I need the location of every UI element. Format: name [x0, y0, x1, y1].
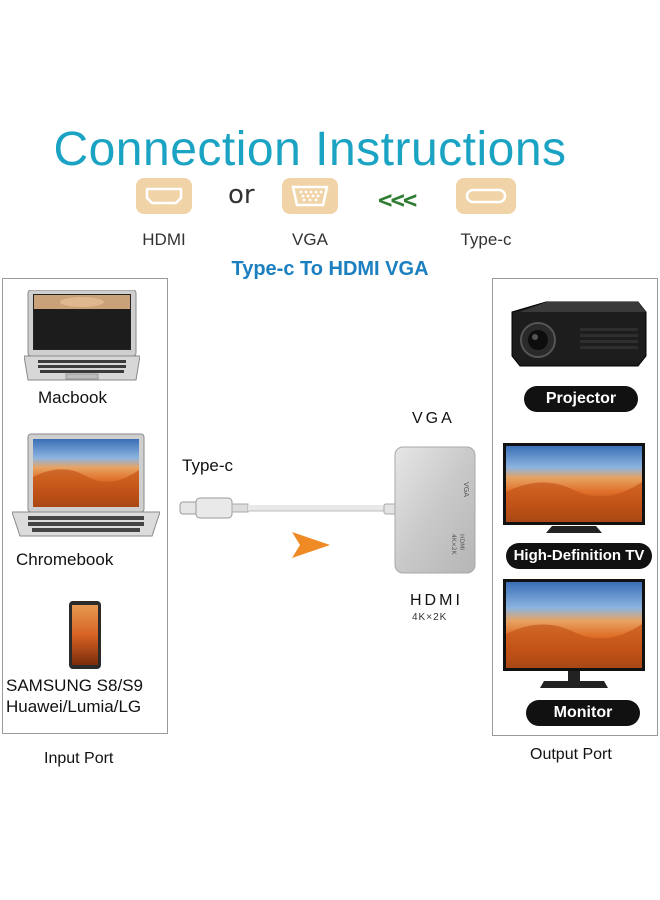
- phone-label-line2: Huawei/Lumia/LG: [6, 697, 142, 716]
- vga-label: VGA: [292, 230, 328, 249]
- input-port-caption: Input Port: [44, 750, 114, 767]
- svg-text:4K×2K: 4K×2K: [450, 534, 457, 556]
- chevrons-left-icon: <<<: [378, 186, 417, 214]
- phone-label-line1: SAMSUNG S8/S9: [6, 676, 143, 695]
- adapter-hdmi-resolution: 4K×2K: [412, 612, 448, 623]
- monitor-label: Monitor: [526, 700, 640, 726]
- projector-image: [506, 298, 648, 372]
- hdmi-label: HDMI: [142, 230, 186, 249]
- chromebook-image: [11, 432, 161, 542]
- projector-label: Projector: [524, 386, 638, 412]
- macbook-label: Macbook: [38, 388, 107, 407]
- macbook-image: [23, 289, 141, 382]
- svg-text:HDMI: HDMI: [458, 534, 465, 550]
- output-port-caption: Output Port: [530, 746, 612, 763]
- monitor-image: [502, 578, 646, 690]
- direction-arrow-icon: [290, 530, 332, 560]
- typec-cable-image: [178, 494, 400, 524]
- subtitle: Type-c To HDMI VGA: [231, 258, 429, 280]
- adapter-image: VGA 4K×2K HDMI: [394, 446, 476, 574]
- hdmi-port-icon: [136, 178, 192, 214]
- or-text: or: [228, 180, 255, 210]
- cable-label: Type-c: [182, 456, 234, 475]
- adapter-hdmi-label: HDMI: [410, 592, 463, 609]
- phone-image: [68, 600, 102, 670]
- svg-text:VGA: VGA: [462, 482, 470, 497]
- page-title: Connection Instructions: [53, 123, 567, 176]
- hdtv-label: High-Definition TV: [506, 543, 652, 569]
- chromebook-label: Chromebook: [16, 550, 114, 569]
- typec-label: Type-c: [460, 230, 512, 249]
- vga-port-icon: [282, 178, 338, 214]
- adapter-vga-label: VGA: [412, 410, 455, 427]
- hdtv-image: [502, 442, 646, 534]
- typec-port-icon: [456, 178, 516, 214]
